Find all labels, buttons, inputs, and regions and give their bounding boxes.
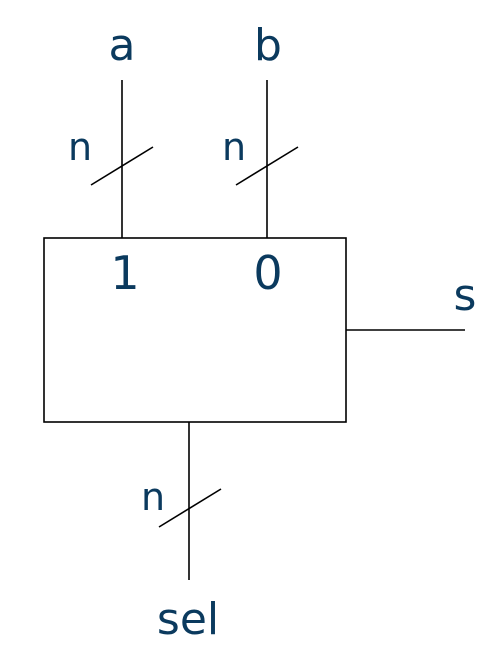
mux-box — [43, 237, 347, 423]
select-width-label: n — [141, 475, 165, 519]
select-label: sel — [157, 594, 219, 645]
port-0-label: 0 — [253, 246, 282, 300]
input-b-width-label: n — [222, 125, 246, 169]
port-1-label: 1 — [110, 246, 139, 300]
input-b-bus-slash — [235, 146, 299, 186]
input-a-label: a — [109, 20, 136, 71]
select-bus-slash — [158, 488, 222, 528]
input-a-width-label: n — [68, 125, 92, 169]
input-a-bus-slash — [90, 146, 154, 186]
output-s-label: s — [454, 270, 477, 321]
input-b-label: b — [254, 20, 282, 71]
